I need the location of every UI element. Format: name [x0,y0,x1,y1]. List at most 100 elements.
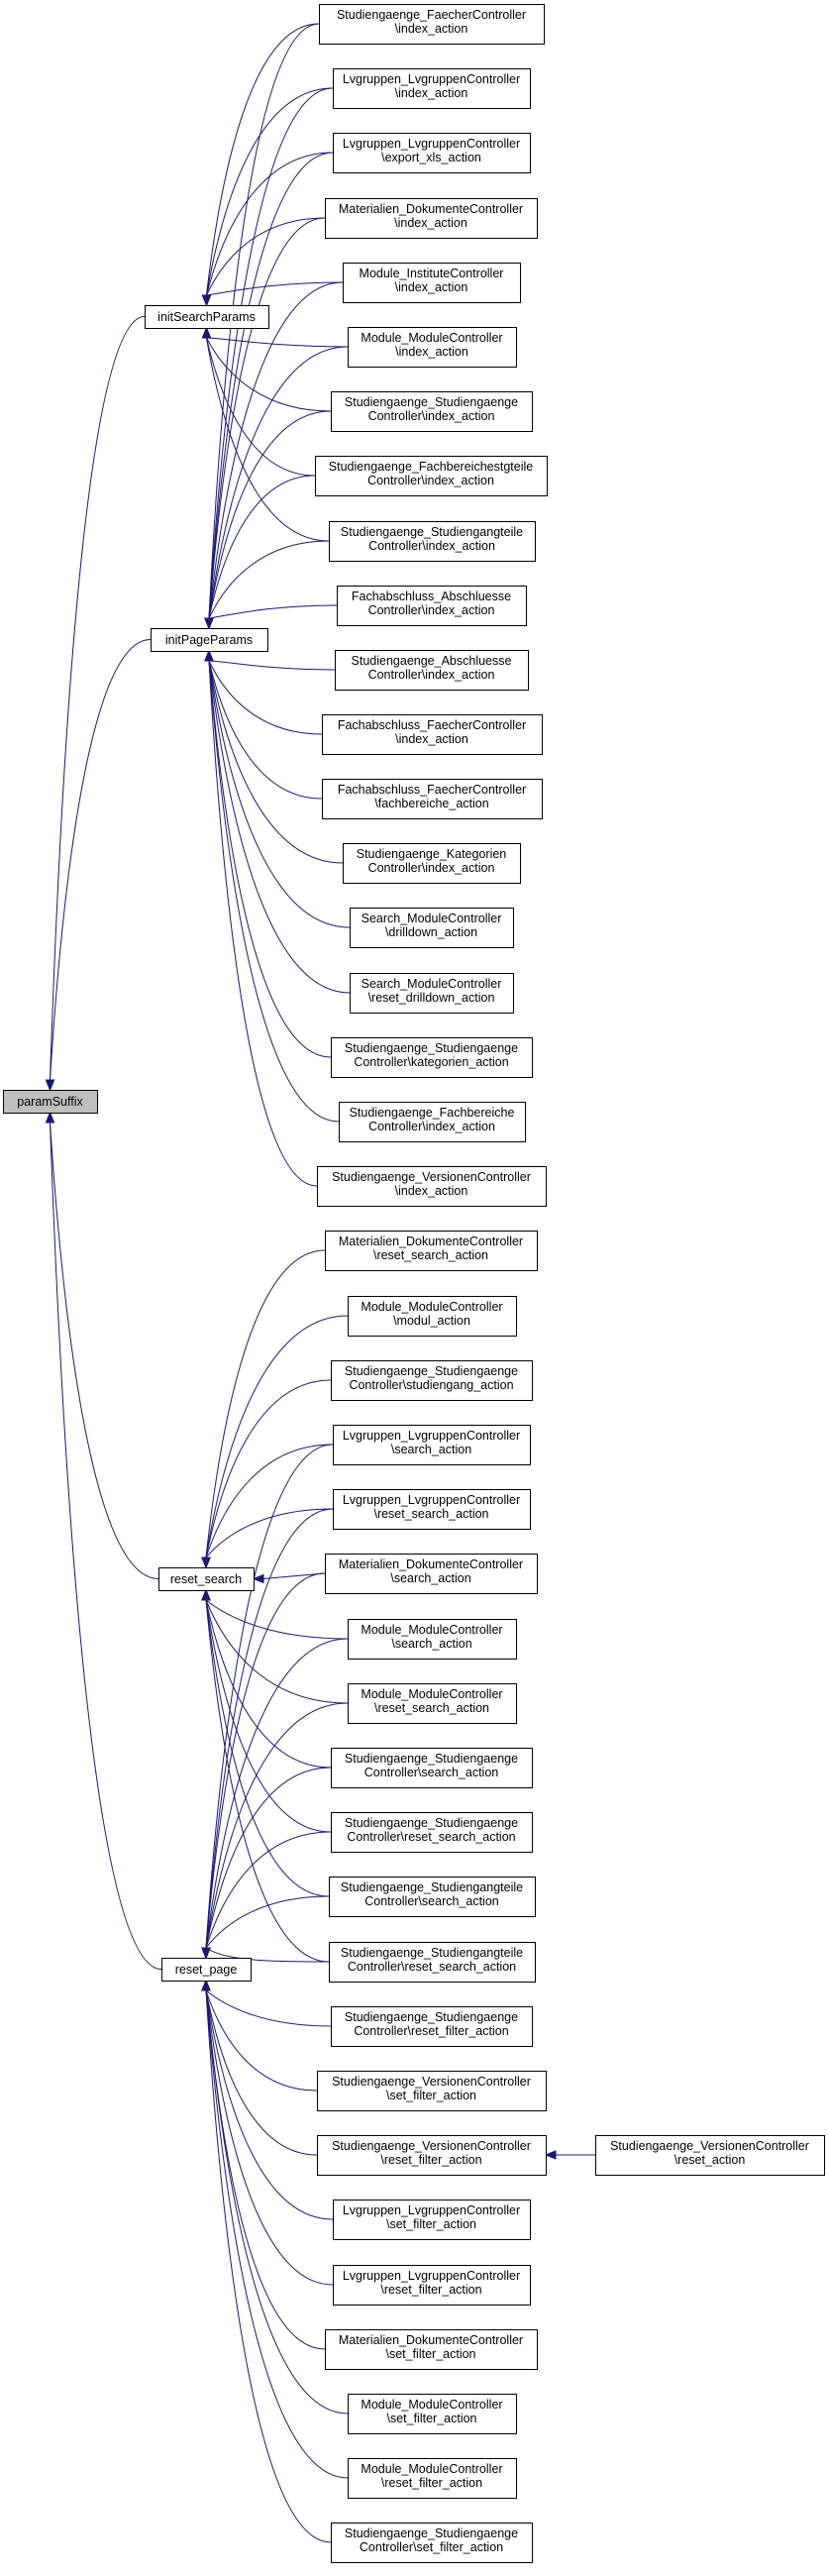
node-sg-faecher-index[interactable]: Studiengaenge_FaecherController\index_ac… [319,4,545,45]
node-box [333,133,531,173]
node-label-line: Controller\index_action [367,474,494,487]
node-sg-sgt-index[interactable]: Studiengaenge_StudiengangteileController… [329,521,536,562]
edge-lvg_search-to-reset_page [201,1444,334,1960]
node-label-line: Studiengaenge_VersionenController [610,2139,809,2153]
node-mod-mod-set-filter[interactable]: Module_ModuleController\set_filter_actio… [348,2394,517,2434]
node-label-line: Materialien_DokumenteController [339,2333,523,2347]
node-lvg-set-filter[interactable]: Lvgruppen_LvgruppenController\set_filter… [333,2200,531,2240]
node-label-line: Module_ModuleController [361,1623,502,1637]
node-label-line: Studiengaenge_Studiengaenge [345,1364,518,1378]
node-sg-ver-reset-filter[interactable]: Studiengaenge_VersionenController\reset_… [317,2135,547,2176]
node-mat-index[interactable]: Materialien_DokumenteController\index_ac… [325,198,538,239]
node-box [343,843,521,884]
node-sg-ver-set-filter[interactable]: Studiengaenge_VersionenController\set_fi… [317,2071,547,2111]
edges-layer [45,23,595,2543]
node-sg-sgt-reset-search[interactable]: Studiengaenge_StudiengangteileController… [329,1942,536,1983]
node-label-line: \export_xls_action [381,151,481,164]
node-label-line: reset_page [175,1963,238,1977]
node-sg-sg-studiengang[interactable]: Studiengaenge_StudiengaengeController\st… [331,1360,533,1401]
node-mat-reset-search[interactable]: Materialien_DokumenteController\reset_se… [325,1231,538,1271]
node-paramSuffix[interactable]: paramSuffix [3,1090,98,1114]
edge-sg_ver_reset-to-sg_ver_reset_filter [544,2150,595,2160]
node-box [348,1296,517,1337]
node-lvg-export[interactable]: Lvgruppen_LvgruppenController\export_xls… [333,133,531,173]
node-label-line: Materialien_DokumenteController [339,1557,523,1571]
node-box [329,1942,536,1983]
node-mod-mod-index[interactable]: Module_ModuleController\index_action [348,327,517,368]
node-initPageParams[interactable]: initPageParams [151,628,268,652]
node-label-line: Studiengaenge_FaecherController [337,8,526,22]
node-sg-kat-index[interactable]: Studiengaenge_KategorienController\index… [343,843,521,884]
node-search-reset-drill[interactable]: Search_ModuleController\reset_drilldown_… [350,973,514,1014]
node-mod-mod-reset-filter[interactable]: Module_ModuleController\reset_filter_act… [348,2458,517,2499]
node-label-line: reset_search [170,1572,242,1586]
node-reset-search[interactable]: reset_search [158,1567,255,1591]
node-label-line: initPageParams [165,633,253,647]
node-lvg-reset-filter[interactable]: Lvgruppen_LvgruppenController\reset_filt… [333,2265,531,2306]
node-initSearchParams[interactable]: initSearchParams [145,305,269,329]
edge-sg_sgt_index-to-initPageParams [204,540,330,630]
node-mat-search[interactable]: Materialien_DokumenteController\search_a… [325,1554,538,1594]
node-reset-page[interactable]: reset_page [161,1958,252,1982]
edge-sg_kat_index-to-initPageParams [204,649,344,864]
node-label-line: Controller\index_action [368,539,495,553]
node-box [350,973,514,1014]
node-label-line: \search_action [391,1637,471,1651]
node-fa-abs-index[interactable]: Fachabschluss_AbschluesseController\inde… [337,586,527,626]
node-lvg-index[interactable]: Lvgruppen_LvgruppenController\index_acti… [333,68,531,109]
node-sg-sg-set-filter[interactable]: Studiengaenge_StudiengaengeController\se… [331,2522,533,2563]
node-mod-mod-reset-search[interactable]: Module_ModuleController\reset_search_act… [348,1683,517,1724]
node-label-line: \set_filter_action [386,2089,476,2102]
node-label-line: \index_action [395,22,468,36]
node-sg-fbt-index[interactable]: Studiengaenge_FachbereichestgteileContro… [315,456,548,496]
node-box [339,1102,526,1142]
node-label-line: Studiengaenge_Fachbereiche [350,1106,515,1120]
edge-mat_search-to-reset_page [201,1572,326,1960]
node-label-line: Studiengaenge_Studiengaenge [345,1816,518,1830]
node-box [333,2200,531,2240]
edge-sg_sg_studiengang-to-reset_search [201,1379,332,1569]
node-box [348,2394,517,2434]
node-sg-sgt-search[interactable]: Studiengaenge_StudiengangteileController… [329,1877,536,1917]
node-sg-abs-index[interactable]: Studiengaenge_AbschluesseController\inde… [335,650,529,691]
node-label-line: Materialien_DokumenteController [339,202,523,216]
node-box [595,2135,825,2176]
node-box [322,714,543,755]
node-box [348,1683,517,1724]
edge-fa_faecher_fb-to-initPageParams [204,649,323,800]
node-box [145,305,269,329]
node-label-line: Lvgruppen_LvgruppenController [343,1493,520,1507]
node-sg-sg-search[interactable]: Studiengaenge_StudiengaengeController\se… [331,1748,533,1788]
node-mod-mod-search[interactable]: Module_ModuleController\search_action [348,1619,517,1660]
node-box [343,263,521,303]
node-fa-faecher-index[interactable]: Fachabschluss_FaecherController\index_ac… [322,714,543,755]
node-mod-inst-index[interactable]: Module_InstituteController\index_action [343,263,521,303]
node-lvg-reset-search[interactable]: Lvgruppen_LvgruppenController\reset_sear… [333,1489,531,1530]
node-box [329,521,536,562]
node-sg-ver-reset[interactable]: Studiengaenge_VersionenController\reset_… [595,2135,825,2176]
node-sg-fb-index[interactable]: Studiengaenge_FachbereicheController\ind… [339,1102,526,1142]
node-box [331,391,533,432]
node-sg-ver-index[interactable]: Studiengaenge_VersionenController\index_… [317,1166,547,1207]
node-label-line: Lvgruppen_LvgruppenController [343,72,520,86]
node-box [335,650,529,691]
node-search-drill[interactable]: Search_ModuleController\drilldown_action [350,908,514,948]
node-box [331,2006,533,2047]
node-mat-set-filter[interactable]: Materialien_DokumenteController\set_filt… [325,2329,538,2370]
node-sg-sg-reset-search[interactable]: Studiengaenge_StudiengaengeController\re… [331,1812,533,1853]
node-label-line: Studiengaenge_Abschluesse [352,654,512,668]
node-label-line: Lvgruppen_LvgruppenController [343,137,520,151]
node-fa-faecher-fb[interactable]: Fachabschluss_FaecherController\fachbere… [322,779,543,819]
edge-sg_sg_reset_filter-to-reset_page [201,1979,332,2027]
node-lvg-search[interactable]: Lvgruppen_LvgruppenController\search_act… [333,1425,531,1465]
node-sg-sg-kat[interactable]: Studiengaenge_StudiengaengeController\ka… [331,1037,533,1078]
node-box [151,628,268,652]
node-label-line: Controller\studiengang_action [349,1378,513,1392]
node-label-line: Controller\reset_filter_action [354,2024,508,2038]
edge-search_reset_drill-to-initPageParams [204,649,351,994]
node-mod-mod-modul[interactable]: Module_ModuleController\modul_action [348,1296,517,1337]
node-sg-sg-reset-filter[interactable]: Studiengaenge_StudiengaengeController\re… [331,2006,533,2047]
node-label-line: Module_ModuleController [361,1300,502,1314]
node-sg-sg-index[interactable]: Studiengaenge_StudiengaengeController\in… [331,391,533,432]
